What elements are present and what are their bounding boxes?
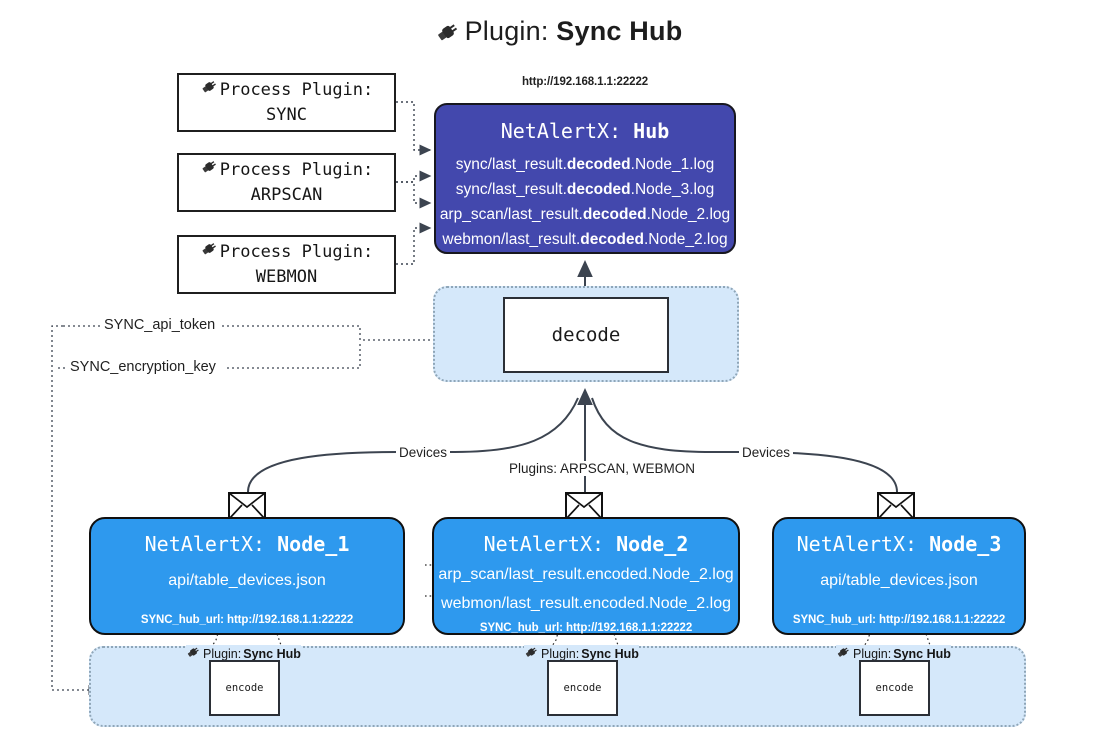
envelope-icon — [565, 492, 603, 525]
hub-row-list: sync/last_result.decoded.Node_1.log sync… — [436, 152, 734, 252]
sync-encryption-key-label: SYNC_encryption_key — [66, 359, 220, 375]
process-plugin-label: Process Plugin: — [219, 79, 374, 100]
plug-icon — [200, 158, 219, 183]
hub-title-prefix: NetAlertX: — [500, 119, 622, 143]
plug-icon — [200, 78, 219, 103]
encode-box[interactable]: encode — [859, 660, 930, 716]
hub-row: sync/last_result.decoded.Node_3.log — [455, 181, 715, 198]
plug-icon — [524, 645, 539, 662]
hub-url-label: http://192.168.1.1:22222 — [521, 76, 649, 88]
plug-icon — [186, 645, 201, 662]
encode-box[interactable]: encode — [209, 660, 280, 716]
sync-api-token-label: SYNC_api_token — [100, 317, 220, 333]
hub-box[interactable]: NetAlertX: Hub sync/last_result.decoded.… — [434, 103, 736, 254]
page-title: Plugin: Sync Hub — [0, 16, 1117, 51]
edge-label-plugins-center: Plugins: ARPSCAN, WEBMON — [506, 461, 699, 476]
hub-title-name: Hub — [633, 119, 670, 143]
node-title: NetAlertX: Node_2 — [483, 532, 689, 556]
process-plugin-name: ARPSCAN — [250, 184, 323, 205]
hub-row: sync/last_result.decoded.Node_1.log — [455, 156, 715, 173]
edge-label-devices-right: Devices — [739, 445, 794, 460]
node-row: api/table_devices.json — [168, 572, 326, 589]
hub-title: NetAlertX: Hub — [436, 119, 734, 143]
process-plugin-name: WEBMON — [255, 266, 318, 287]
process-plugin-box-arpscan[interactable]: Process Plugin: ARPSCAN — [177, 153, 396, 212]
page-title-prefix: Plugin: — [464, 16, 549, 46]
hub-row: arp_scan/last_result.decoded.Node_2.log — [439, 206, 731, 223]
encode-plugin-label: Plugin:Sync Hub — [524, 645, 639, 662]
node-row: arp_scan/last_result.encoded.Node_2.log — [438, 566, 734, 583]
node-row: webmon/last_result.encoded.Node_2.log — [441, 595, 731, 612]
edge-label-devices-left: Devices — [396, 445, 451, 460]
node-row: api/table_devices.json — [820, 572, 978, 589]
envelope-icon — [877, 492, 915, 525]
plug-icon — [836, 645, 851, 662]
plug-icon — [435, 20, 461, 51]
encode-plugin-label: Plugin:Sync Hub — [186, 645, 301, 662]
process-plugin-name: SYNC — [266, 104, 307, 125]
page-title-name: Sync Hub — [556, 16, 683, 46]
node-box-node-3[interactable]: NetAlertX: Node_3 api/table_devices.json… — [772, 517, 1026, 635]
process-plugin-label: Process Plugin: — [219, 241, 374, 262]
node-title: NetAlertX: Node_3 — [796, 532, 1002, 556]
process-plugin-box-sync[interactable]: Process Plugin: SYNC — [177, 73, 396, 132]
node-hub-url: SYNC_hub_url: http://192.168.1.1:22222 — [140, 614, 354, 626]
node-box-node-1[interactable]: NetAlertX: Node_1 api/table_devices.json… — [89, 517, 405, 635]
process-plugin-label: Process Plugin: — [219, 159, 374, 180]
plug-icon — [200, 240, 219, 265]
encode-plugin-label: Plugin:Sync Hub — [836, 645, 951, 662]
process-plugin-box-webmon[interactable]: Process Plugin: WEBMON — [177, 235, 396, 294]
decode-box[interactable]: decode — [503, 297, 669, 373]
hub-row: webmon/last_result.decoded.Node_2.log — [442, 231, 728, 248]
node-hub-url: SYNC_hub_url: http://192.168.1.1:22222 — [479, 622, 693, 634]
encode-box[interactable]: encode — [547, 660, 618, 716]
node-hub-url: SYNC_hub_url: http://192.168.1.1:22222 — [792, 614, 1006, 626]
node-box-node-2[interactable]: NetAlertX: Node_2 arp_scan/last_result.e… — [432, 517, 740, 635]
node-title: NetAlertX: Node_1 — [144, 532, 350, 556]
